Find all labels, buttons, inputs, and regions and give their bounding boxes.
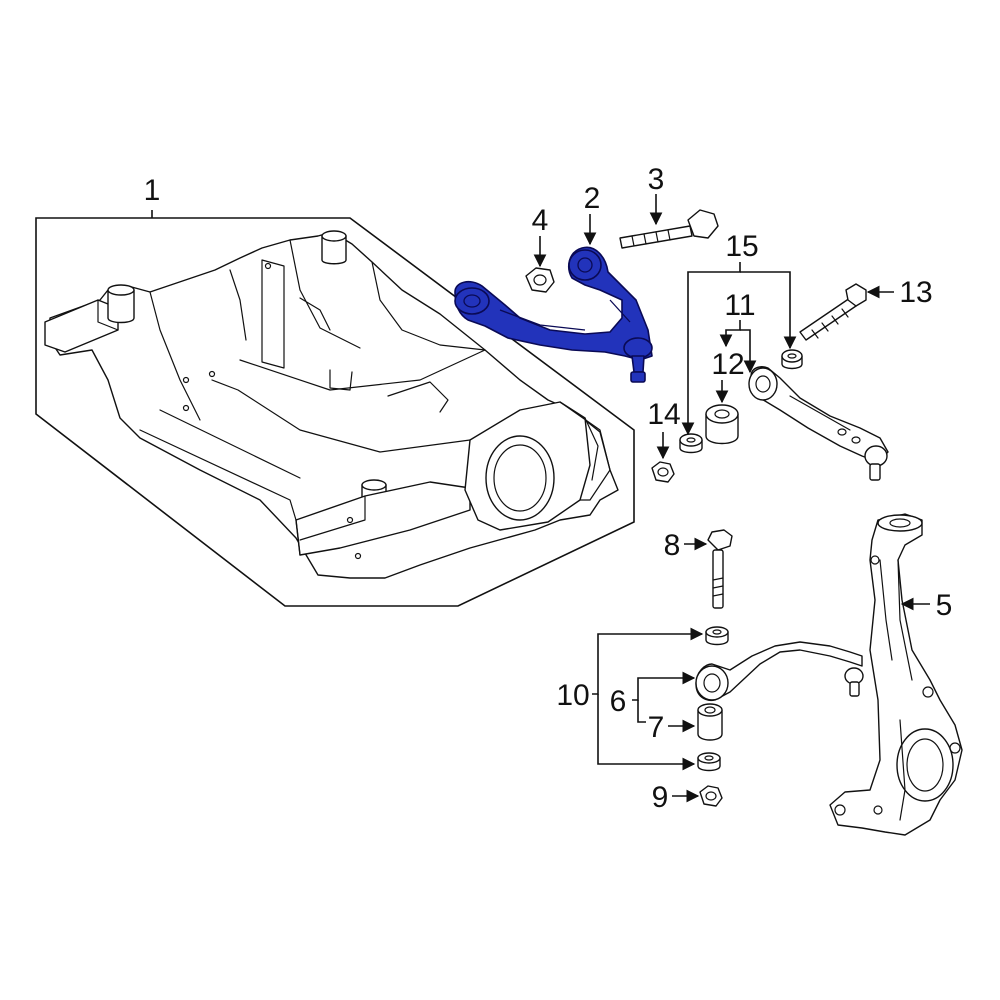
- callout-12: 12: [711, 348, 744, 381]
- callout-15: 15: [725, 230, 758, 263]
- callout-10: 10: [556, 679, 589, 712]
- strut-washer-left[interactable]: [679, 433, 703, 454]
- subframe-outline: [35, 217, 635, 607]
- callout-9: 9: [652, 781, 669, 814]
- tension-strut[interactable]: [748, 366, 889, 481]
- tension-strut-bolt[interactable]: [799, 283, 867, 341]
- callout-8: 8: [664, 529, 681, 562]
- callout-4: 4: [532, 204, 549, 237]
- lower-control-arm[interactable]: [695, 641, 864, 702]
- subframe[interactable]: [35, 217, 635, 607]
- steering-knuckle[interactable]: [829, 513, 963, 836]
- upper-arm-bolt[interactable]: [619, 209, 719, 249]
- leader-lines: [151, 194, 930, 803]
- callout-11: 11: [724, 289, 755, 322]
- callout-numbers: 1 2 3 4 5 6 7 8 9 10 11 12 13 14 15: [144, 163, 953, 814]
- strut-nut[interactable]: [651, 461, 675, 483]
- lower-washer-top[interactable]: [705, 626, 729, 646]
- callout-6: 6: [610, 685, 627, 718]
- lower-arm-bushing[interactable]: [697, 703, 723, 741]
- callout-1: 1: [144, 174, 161, 207]
- callout-7: 7: [648, 711, 665, 744]
- callout-14: 14: [647, 398, 680, 431]
- upper-arm-nut[interactable]: [525, 267, 555, 293]
- strut-washer-right[interactable]: [781, 349, 803, 370]
- callout-3: 3: [648, 163, 665, 196]
- callout-13: 13: [899, 276, 932, 309]
- callout-2: 2: [584, 182, 601, 215]
- tension-strut-bushing[interactable]: [705, 404, 739, 445]
- lower-arm-bolt[interactable]: [707, 529, 733, 609]
- lower-arm-nut[interactable]: [699, 785, 723, 807]
- upper-control-arm[interactable]: [454, 246, 653, 383]
- callout-5: 5: [936, 589, 953, 622]
- lower-washer-bottom[interactable]: [697, 752, 721, 772]
- upper-arm-body: [454, 246, 653, 361]
